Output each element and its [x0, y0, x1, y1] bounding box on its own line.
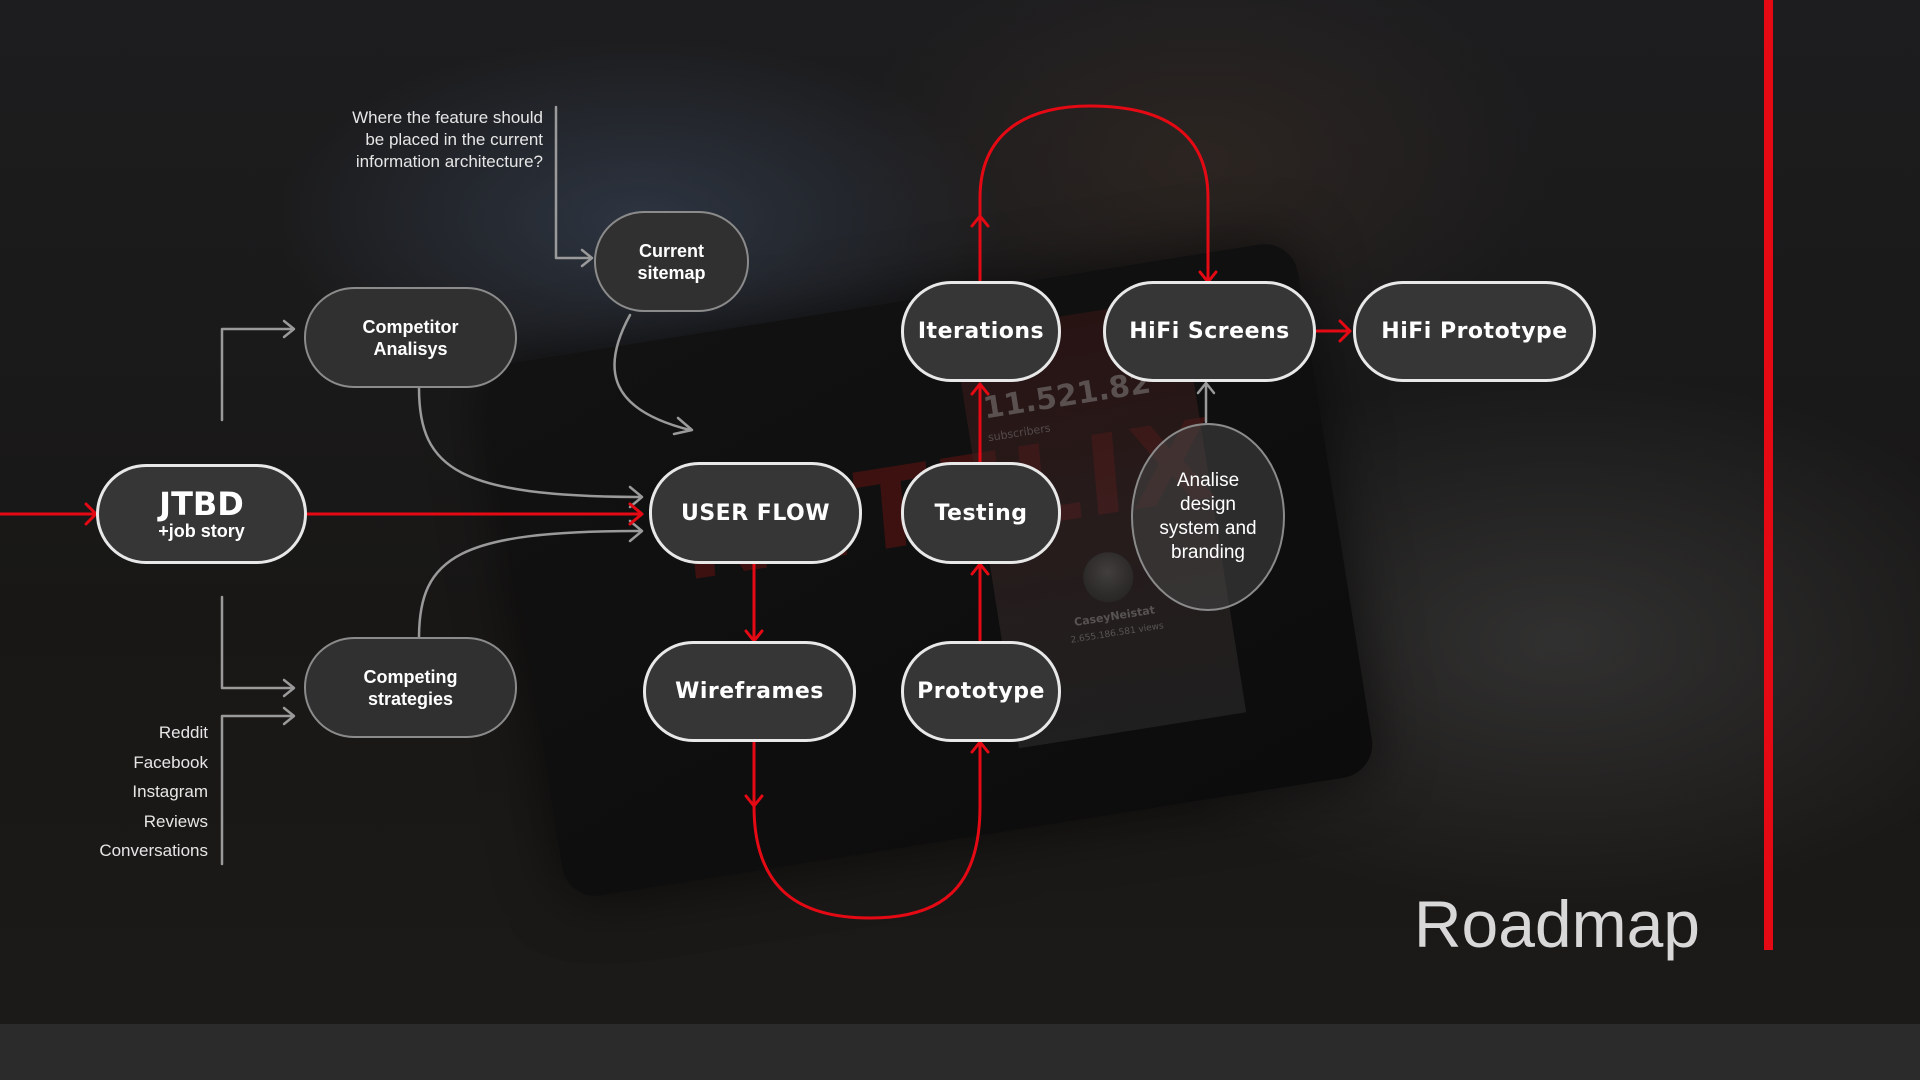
- arrowhead-iterations-loop: [970, 214, 990, 228]
- node-current-sitemap[interactable]: Current sitemap: [594, 211, 749, 312]
- slide-canvas: NETFLIX 11.521.82 subscribers CaseyNeist…: [0, 0, 1920, 1024]
- node-analise-line3: system and: [1159, 518, 1257, 539]
- connector-sitemap-to-userflow: [613, 313, 692, 432]
- node-hifi-screens-label: HiFi Screens: [1129, 319, 1290, 344]
- node-analise-line4: branding: [1171, 542, 1245, 563]
- arrowhead-userflow-bottom: [628, 519, 644, 543]
- node-prototype-label: Prototype: [917, 679, 1045, 704]
- arrowhead-userflow-top: [628, 485, 644, 509]
- arrowhead-competitor: [282, 319, 296, 339]
- arrowhead-hifi-prototype: [1338, 319, 1352, 343]
- arrowhead-sources: [282, 706, 296, 726]
- bottom-bar: [0, 1024, 1920, 1080]
- node-sitemap-line1: Current: [638, 240, 704, 261]
- connector-competing-to-userflow: [417, 529, 642, 640]
- node-testing-label: Testing: [934, 500, 1028, 526]
- node-wireframes-label: Wireframes: [675, 679, 824, 704]
- arrowhead-prototype-up: [970, 740, 990, 754]
- node-testing[interactable]: Testing: [901, 462, 1061, 564]
- page-title: Roadmap: [1413, 887, 1700, 961]
- node-wireframes[interactable]: Wireframes: [643, 641, 856, 742]
- node-competitor-line2: Analisys: [373, 338, 448, 359]
- node-prototype[interactable]: Prototype: [901, 641, 1061, 742]
- node-sitemap-line2: sitemap: [637, 262, 706, 283]
- arrowhead-sitemap: [580, 248, 594, 268]
- node-user-flow-label: USER FLOW: [680, 500, 831, 526]
- note-sitemap-line3: information architecture?: [355, 152, 543, 171]
- node-analise-line1: Analise: [1176, 470, 1240, 491]
- arrowhead-userflow-main: [628, 502, 644, 526]
- node-iterations-label: Iterations: [917, 319, 1045, 344]
- source-item: Reddit: [158, 723, 208, 742]
- node-analise-line2: design: [1180, 494, 1236, 515]
- note-sitemap-question: Where the feature should be placed in th…: [322, 107, 543, 173]
- connector-wireframes-loop: [752, 741, 982, 920]
- source-item: Instagram: [132, 782, 208, 801]
- node-hifi-prototype[interactable]: HiFi Prototype: [1353, 281, 1596, 382]
- arrowhead-iterations: [970, 382, 990, 396]
- node-competing-line2: strategies: [367, 688, 454, 709]
- source-item: Conversations: [99, 841, 208, 860]
- connector-competitor-to-userflow: [417, 386, 642, 499]
- node-iterations[interactable]: Iterations: [901, 281, 1061, 382]
- node-competitor-analysis[interactable]: Competitor Analisys: [304, 287, 517, 388]
- roadmap-connectors: [0, 104, 1352, 920]
- arrowhead-sitemap-to-userflow: [672, 416, 694, 436]
- source-item: Reviews: [143, 811, 208, 831]
- accent-red-bar: [1764, 0, 1773, 950]
- node-jtbd-subtitle: +job story: [158, 520, 245, 541]
- note-sitemap-line1: Where the feature should: [352, 108, 543, 127]
- node-hifi-screens[interactable]: HiFi Screens: [1103, 281, 1316, 382]
- connector-jtbd-to-competitor: [220, 327, 294, 422]
- node-competing-strategies[interactable]: Competing strategies: [304, 637, 517, 738]
- source-item: Facebook: [133, 752, 208, 772]
- node-competing-line1: Competing: [363, 666, 458, 687]
- arrowhead-competing: [282, 678, 296, 698]
- arrowhead-hifi-screens: [1196, 381, 1216, 395]
- node-jtbd[interactable]: JTBD +job story: [96, 464, 307, 564]
- connector-note-to-sitemap: [554, 105, 592, 260]
- arrowhead-testing: [970, 562, 990, 576]
- arrowhead-wireframes-loop-down: [744, 794, 764, 808]
- connector-iterations-loop: [978, 104, 1210, 284]
- connector-sources-to-competing: [220, 714, 294, 866]
- node-competitor-line1: Competitor: [362, 316, 459, 337]
- node-jtbd-title: JTBD: [159, 484, 244, 523]
- node-user-flow[interactable]: USER FLOW: [649, 462, 862, 564]
- node-analise-design-system[interactable]: Analise design system and branding: [1131, 423, 1285, 611]
- note-sitemap-line2: be placed in the current: [365, 130, 543, 149]
- connector-jtbd-to-competing: [220, 595, 294, 690]
- sources-list: Reddit Facebook Instagram Reviews Conver…: [60, 718, 208, 866]
- node-hifi-prototype-label: HiFi Prototype: [1381, 319, 1568, 344]
